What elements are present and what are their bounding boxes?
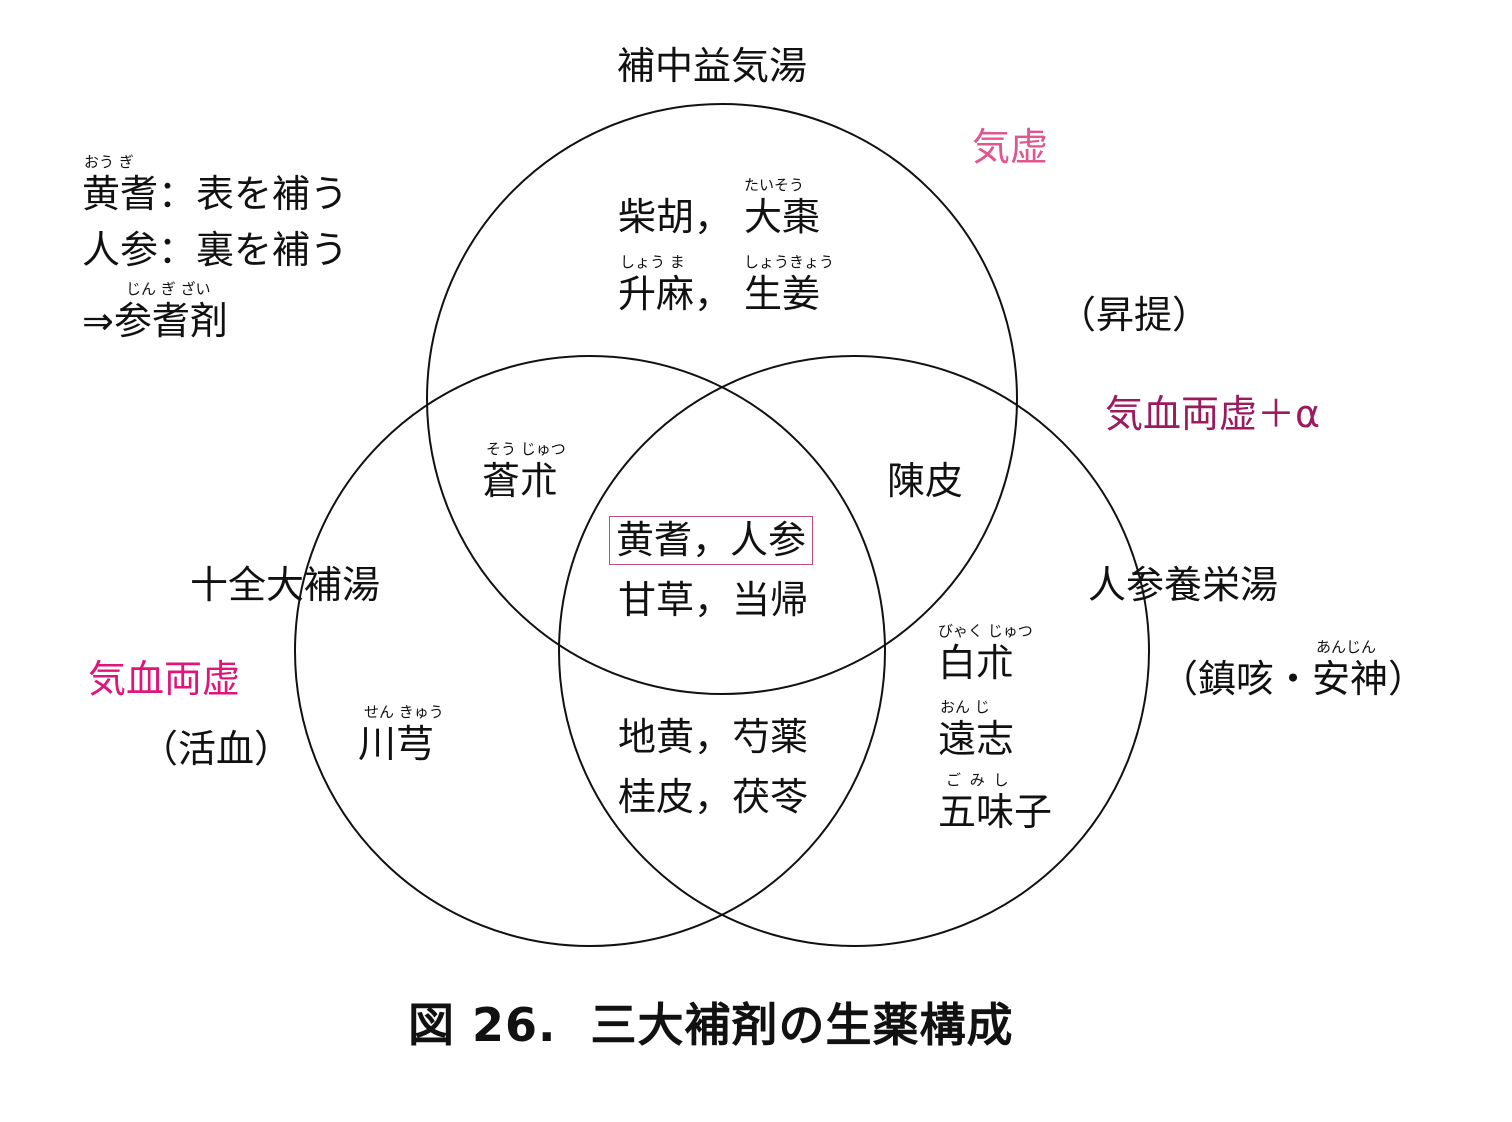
set-role-ninjin-anjin-ruby: あんじん	[1316, 638, 1377, 656]
set-role-ninjin-anjin: 安神	[1312, 657, 1389, 701]
herb-sojutsu-text: 蒼朮	[482, 459, 559, 503]
herb-gomishi-text: 五味子	[938, 790, 1053, 834]
herb-ogi-ninjin-boxed: 黄耆，人参	[609, 516, 814, 565]
herb-senkyu-ruby: せん きゅう	[364, 703, 444, 721]
set-role-ninjin-open: （鎮咳・	[1160, 657, 1313, 701]
herb-senkyu-text: 川芎	[358, 722, 435, 766]
herb-sojutsu: そう じゅつ 蒼朮	[482, 442, 566, 503]
herb-sojutsu-ruby: そう じゅつ	[486, 440, 566, 458]
herb-saiko: 柴胡，	[618, 195, 733, 239]
set-role-ninjin-close: ）	[1388, 657, 1427, 701]
note-line-1: おう ぎ 黄耆：表を補う	[82, 155, 349, 216]
set-type-ninjin: 気血両虚＋α	[1105, 392, 1321, 436]
herb-byakujutsu-text: 白朮	[938, 641, 1015, 685]
set-name-juzen: 十全大補湯	[190, 563, 381, 607]
circle-ninjin-yoei-to	[558, 355, 1150, 947]
set-role-ninjin: （鎮咳・あんじん安神）	[1160, 640, 1427, 701]
note-line-1-text: 黄耆：表を補う	[82, 172, 349, 216]
herb-chinpi: 陳皮	[887, 459, 964, 503]
herb-taiso: たいそう 大棗	[744, 178, 821, 239]
herb-keihi-bukuryo: 桂皮，茯苓	[618, 775, 809, 819]
herb-shoma-text: 升麻，	[618, 272, 733, 316]
herb-shokyo-text: 生姜	[744, 272, 821, 316]
herb-senkyu: せん きゅう 川芎	[358, 705, 444, 766]
set-name-hochu: 補中益気湯	[617, 44, 808, 88]
herb-onji: おん じ 遠志	[938, 700, 1015, 761]
note-line-3-text: ⇒参耆剤	[82, 299, 228, 343]
herb-shokyo-ruby: しょうきょう	[744, 253, 835, 271]
herb-gomishi-ruby: ご み し	[946, 771, 1011, 789]
set-name-ninjin: 人参養栄湯	[1088, 563, 1279, 607]
herb-byakujutsu-ruby: びゃく じゅつ	[938, 622, 1033, 640]
herb-taiso-text: 大棗	[744, 195, 821, 239]
herb-onji-text: 遠志	[938, 717, 1015, 761]
set-role-ninjin-anjin-wrap: あんじん安神	[1312, 640, 1389, 701]
set-type-hochu: 気虚	[972, 125, 1049, 169]
circle-hochu-ekki-to	[426, 103, 1018, 695]
set-role-juzen: （活血）	[140, 727, 293, 771]
herb-byakujutsu: びゃく じゅつ 白朮	[938, 624, 1033, 685]
set-role-hochu: （昇提）	[1058, 293, 1211, 337]
circle-juzen-taiho-to	[294, 355, 886, 947]
herb-onji-ruby: おん じ	[940, 698, 990, 716]
figure-caption: 図 26. 三大補剤の生薬構成	[408, 998, 1014, 1052]
note-line-1-ruby: おう ぎ	[84, 153, 134, 171]
herb-shokyo: しょうきょう 生姜	[744, 255, 834, 316]
note-line-3-ruby: じん ぎ ざい	[126, 280, 211, 298]
herb-kanzo-toki: 甘草，当帰	[618, 578, 809, 622]
herb-shoma-ruby: しょう ま	[620, 253, 685, 271]
herb-gomishi: ご み し 五味子	[938, 773, 1053, 834]
note-line-3: じん ぎ ざい ⇒参耆剤	[82, 282, 228, 343]
herb-shoma: しょう ま 升麻，	[618, 255, 733, 316]
herb-taiso-ruby: たいそう	[744, 176, 805, 194]
herb-jio-shakuyaku: 地黄，芍薬	[618, 715, 809, 759]
set-type-juzen: 気血両虚	[88, 657, 241, 701]
note-line-2: 人参：裏を補う	[82, 228, 349, 272]
